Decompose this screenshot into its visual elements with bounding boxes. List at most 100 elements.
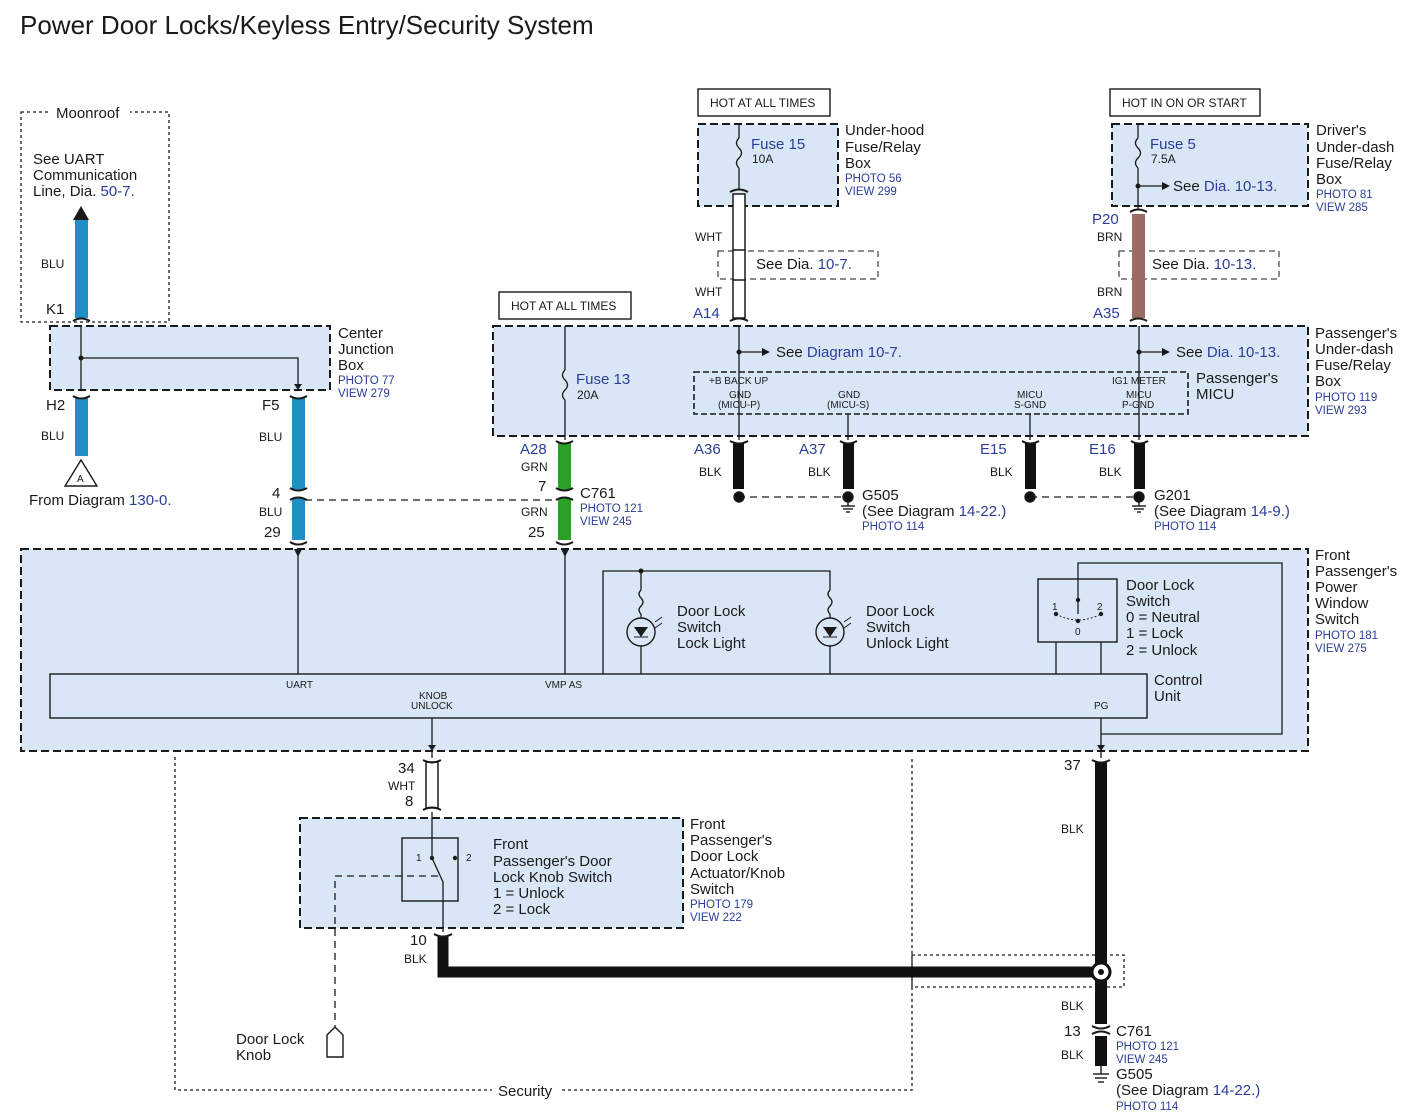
- pin-k1: K1: [46, 301, 64, 318]
- wire-label-wht-2: WHT: [695, 285, 723, 299]
- micu-line1: Passenger's: [1196, 370, 1278, 387]
- wire-label-grn-2: GRN: [521, 505, 548, 519]
- passenger-see1-ref[interactable]: Diagram 10-7.: [807, 344, 902, 361]
- dls-pos2: 2: [1097, 602, 1103, 613]
- g201-see: (See Diagram 14-9.): [1154, 503, 1290, 520]
- underhood-see-ref[interactable]: 10-7.: [818, 256, 852, 273]
- actuator-view[interactable]: VIEW 222: [690, 912, 742, 924]
- hot-label-fuse5: HOT IN ON OR START: [1122, 96, 1247, 110]
- g505-top-photo[interactable]: PHOTO 114: [862, 521, 925, 533]
- security-frame: [174, 757, 913, 1091]
- unlock-light-line1: Door Lock: [866, 603, 935, 620]
- pin-29: 29: [264, 524, 281, 541]
- drivers-photo[interactable]: PHOTO 81: [1316, 189, 1373, 201]
- g505-top-ref[interactable]: 14-22.): [959, 503, 1007, 520]
- wire-blk-a36: [733, 443, 744, 489]
- wire-label-blk-splice: BLK: [1061, 999, 1084, 1013]
- g505-bottom-photo[interactable]: PHOTO 114: [1116, 1101, 1179, 1113]
- underhood-line3: Box: [845, 155, 871, 172]
- c761-bottom-view[interactable]: VIEW 245: [1116, 1054, 1168, 1066]
- passenger-fuse-box: [492, 325, 1309, 437]
- lock-light-line2: Switch: [677, 619, 721, 636]
- actuator-photo[interactable]: PHOTO 179: [690, 899, 753, 911]
- drivers-line1: Driver's: [1316, 122, 1366, 139]
- drivers-line2: Under-dash: [1316, 139, 1394, 156]
- knob-mechanical-link: [334, 875, 438, 1030]
- pin-e16: E16: [1089, 441, 1116, 458]
- door-lock-knob-line2: Knob: [236, 1047, 271, 1064]
- cjb-line3: Box: [338, 357, 364, 374]
- passenger-view[interactable]: VIEW 293: [1315, 405, 1367, 417]
- actuator-line4: Actuator/Knob: [690, 865, 785, 882]
- pin-25: 25: [528, 524, 545, 541]
- connector-a-icon: [63, 458, 99, 487]
- passenger-photo[interactable]: PHOTO 119: [1315, 392, 1377, 404]
- fuse13-amp: 20A: [577, 388, 598, 402]
- drivers-view[interactable]: VIEW 285: [1316, 202, 1368, 214]
- micu-line2: MICU: [1196, 386, 1234, 403]
- pin-34: 34: [398, 760, 415, 777]
- underhood-view[interactable]: VIEW 299: [845, 186, 897, 198]
- micu-pin-sgnd2: S-GND: [1014, 400, 1046, 411]
- wire-blu-f5: [292, 398, 305, 490]
- cu-pin-knob1: KNOB: [419, 691, 448, 702]
- c761-top-view[interactable]: VIEW 245: [580, 516, 632, 528]
- g201-photo[interactable]: PHOTO 114: [1154, 521, 1217, 533]
- connector-marks: [72, 188, 1149, 1035]
- wire-label-blk-13: BLK: [1061, 1048, 1084, 1062]
- wire-grn-25: [558, 498, 571, 540]
- moonroof-see-ref[interactable]: 50-7.: [101, 183, 135, 200]
- actuator-line1: Front: [690, 816, 726, 833]
- cjb-view[interactable]: VIEW 279: [338, 388, 390, 400]
- pin-4: 4: [272, 485, 280, 502]
- g505-bottom-ref[interactable]: 14-22.): [1213, 1082, 1261, 1099]
- moonroof-see-1: See UART: [33, 151, 104, 168]
- micu-pin-gnds1: GND: [838, 390, 860, 401]
- pin-10: 10: [410, 932, 427, 949]
- knob-pos2: 2: [466, 853, 472, 864]
- wire-label-blk-e16: BLK: [1099, 465, 1122, 479]
- pin-a36: A36: [694, 441, 721, 458]
- wire-label-blu-f5: BLU: [259, 430, 282, 444]
- arrow-up-icon: [73, 206, 89, 220]
- ws-photo[interactable]: PHOTO 181: [1315, 630, 1378, 642]
- micu-pin-gndp1: GND: [729, 390, 751, 401]
- wire-grn-a28: [558, 443, 571, 490]
- drivers-line4: Box: [1316, 171, 1342, 188]
- moonroof-frame: [20, 111, 170, 323]
- knob-switch-box: [401, 837, 459, 902]
- micu-pin-bbackup: +B BACK UP: [709, 376, 769, 387]
- drivers-fuse-box: [1111, 123, 1309, 207]
- cu-pin-knob2: UNLOCK: [411, 701, 453, 712]
- underhood-line1: Under-hood: [845, 122, 924, 139]
- brn-see-ref[interactable]: 10-13.: [1214, 256, 1257, 273]
- from-diagram-ref[interactable]: 130-0.: [129, 492, 172, 509]
- arrow-icons: [294, 182, 1170, 751]
- passenger-line3: Fuse/Relay: [1315, 357, 1391, 374]
- cjb-photo[interactable]: PHOTO 77: [338, 375, 395, 387]
- page-title: Power Door Locks/Keyless Entry/Security …: [20, 10, 594, 40]
- ws-line2: Passenger's: [1315, 563, 1397, 580]
- drivers-see-ref[interactable]: Dia. 10-13.: [1204, 178, 1277, 195]
- passenger-see2-ref[interactable]: Dia. 10-13.: [1207, 344, 1280, 361]
- c761-bottom-photo[interactable]: PHOTO 121: [1116, 1041, 1179, 1053]
- wire-label-blk-e15: BLK: [990, 465, 1013, 479]
- dls-line4: 1 = Lock: [1126, 625, 1184, 642]
- fuse15-amp: 10A: [752, 152, 773, 166]
- micu-pin-gndp2: (MICU-P): [718, 400, 760, 411]
- g201-ref[interactable]: 14-9.): [1251, 503, 1290, 520]
- knob-switch-line1: Front: [493, 836, 529, 853]
- c761-top-photo[interactable]: PHOTO 121: [580, 503, 643, 515]
- pin-a35: A35: [1093, 305, 1120, 322]
- wire-blu-k1: [73, 206, 89, 318]
- wire-label-blk-10: BLK: [404, 952, 427, 966]
- underhood-photo[interactable]: PHOTO 56: [845, 173, 902, 185]
- passenger-see2: See Dia. 10-13.: [1176, 344, 1280, 361]
- pin-h2: H2: [46, 397, 65, 414]
- pin-8: 8: [405, 793, 413, 810]
- ws-view[interactable]: VIEW 275: [1315, 643, 1367, 655]
- fuse5-name: Fuse 5: [1150, 136, 1196, 153]
- pin-a28: A28: [520, 441, 547, 458]
- g505-bottom-name: G505: [1116, 1066, 1153, 1083]
